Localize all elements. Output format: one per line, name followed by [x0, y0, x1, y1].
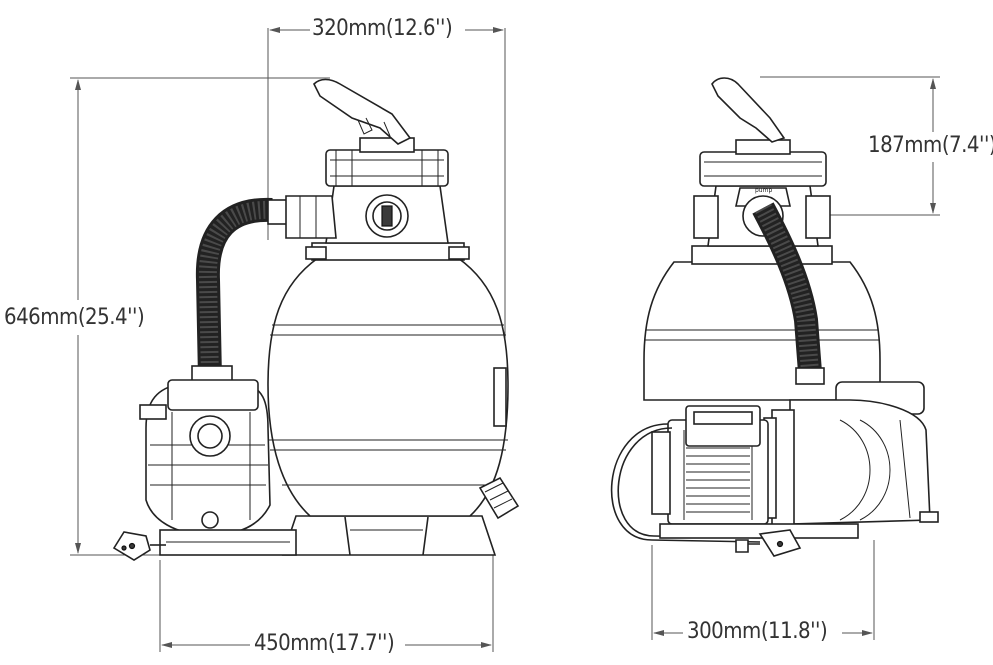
- dimension-height: 646mm(25.4''): [4, 305, 145, 330]
- front-view: [112, 78, 520, 561]
- valve-handle: [313, 78, 412, 145]
- filter-tank-side: [643, 261, 881, 401]
- dimension-width-top: 320mm(12.6''): [312, 16, 453, 41]
- power-cord: [610, 423, 761, 543]
- dimension-lines: [70, 27, 940, 652]
- dimension-valve-height: 187mm(7.4''): [866, 134, 993, 158]
- valve-handle-side: [711, 77, 786, 143]
- dimension-base-width: 450mm(17.7''): [254, 631, 395, 656]
- pump-housing-side: [789, 399, 931, 525]
- side-view: pump: [610, 77, 939, 557]
- filter-base: [281, 515, 497, 556]
- drain-fitting: [478, 476, 520, 520]
- filter-tank: [267, 257, 509, 517]
- hose: [195, 197, 273, 379]
- dimension-depth: 300mm(11.8''): [687, 619, 828, 644]
- valve-text: pump: [755, 187, 772, 194]
- pump-housing: [145, 383, 271, 536]
